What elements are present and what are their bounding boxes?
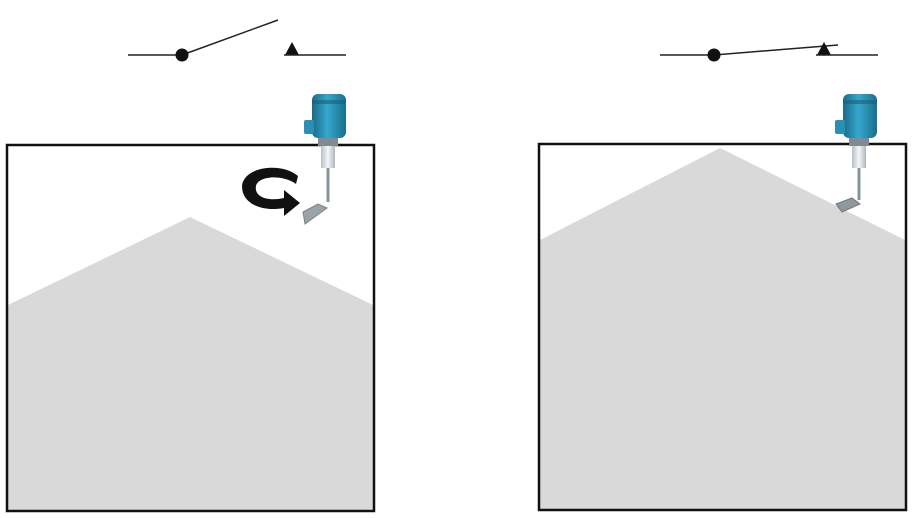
- sensor-icon: [835, 94, 877, 200]
- switch-pivot-icon: [175, 48, 189, 62]
- switch-contact-icon: [817, 42, 831, 55]
- switch-symbol-open: [128, 19, 346, 62]
- switch-contact-icon: [285, 42, 299, 55]
- paddle-stopped: [835, 197, 861, 213]
- switch-symbol-closed: [660, 42, 878, 62]
- sensor-icon: [304, 94, 346, 202]
- switch-blade-closed: [713, 44, 839, 56]
- switch-blade-open: [181, 19, 279, 56]
- tank-outline: [5, 143, 376, 513]
- rotation-arrow-icon: [242, 167, 300, 216]
- paddle-rotating: [302, 203, 328, 225]
- tank-outline: [537, 142, 908, 512]
- switch-pivot-icon: [707, 48, 721, 62]
- panel-right: [537, 42, 908, 512]
- material-heap: [540, 148, 905, 510]
- panel-left: [5, 19, 376, 513]
- material-heap: [8, 217, 373, 510]
